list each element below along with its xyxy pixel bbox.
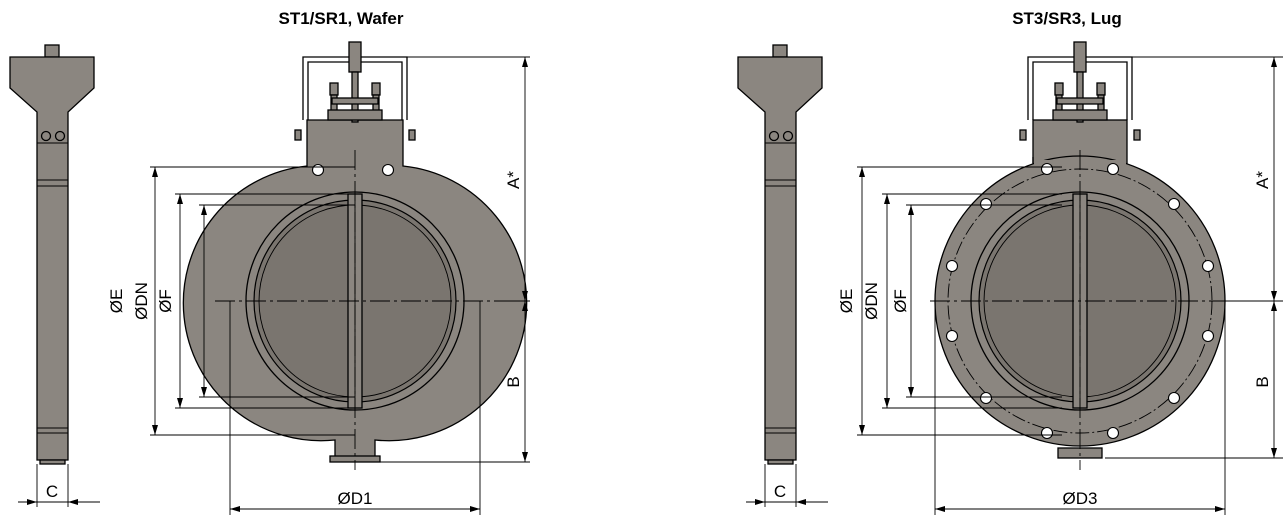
wafer-label-dn: ØDN — [132, 282, 151, 320]
lug-label-dn: ØDN — [862, 282, 881, 320]
lug-label-b: B — [1253, 376, 1272, 387]
lug-front-view — [856, 41, 1235, 470]
wafer-view: ST1/SR1, Wafer ØE ØDN ØF A* B C ØD1 — [9, 9, 530, 515]
lug-label-c: C — [774, 482, 786, 501]
lug-bolt-holes — [945, 162, 1215, 440]
wafer-height-dims — [380, 56, 530, 463]
wafer-side-view — [9, 44, 101, 508]
lug-height-dims — [1105, 56, 1283, 459]
lug-label-e: ØE — [837, 289, 856, 314]
wafer-title: ST1/SR1, Wafer — [278, 9, 403, 28]
wafer-label-a: A* — [504, 171, 523, 189]
lug-label-d: ØD3 — [1063, 489, 1098, 508]
wafer-bolt-hole — [381, 163, 395, 177]
wafer-label-d: ØD1 — [338, 489, 373, 508]
lug-view: ST3/SR3, Lug ØE ØDN ØF A* B C ØD3 — [737, 9, 1283, 515]
lug-title: ST3/SR3, Lug — [1012, 9, 1122, 28]
wafer-bolt-hole — [311, 163, 325, 177]
lug-label-a: A* — [1253, 171, 1272, 189]
lug-label-f: ØF — [891, 289, 910, 313]
wafer-front-view — [149, 41, 528, 470]
wafer-label-e: ØE — [107, 289, 126, 314]
wafer-label-f: ØF — [156, 289, 175, 313]
lug-d-dim — [934, 301, 1226, 515]
wafer-label-b: B — [504, 376, 523, 387]
wafer-d-dim — [229, 301, 481, 515]
wafer-label-c: C — [46, 482, 58, 501]
lug-side-view — [737, 44, 829, 508]
